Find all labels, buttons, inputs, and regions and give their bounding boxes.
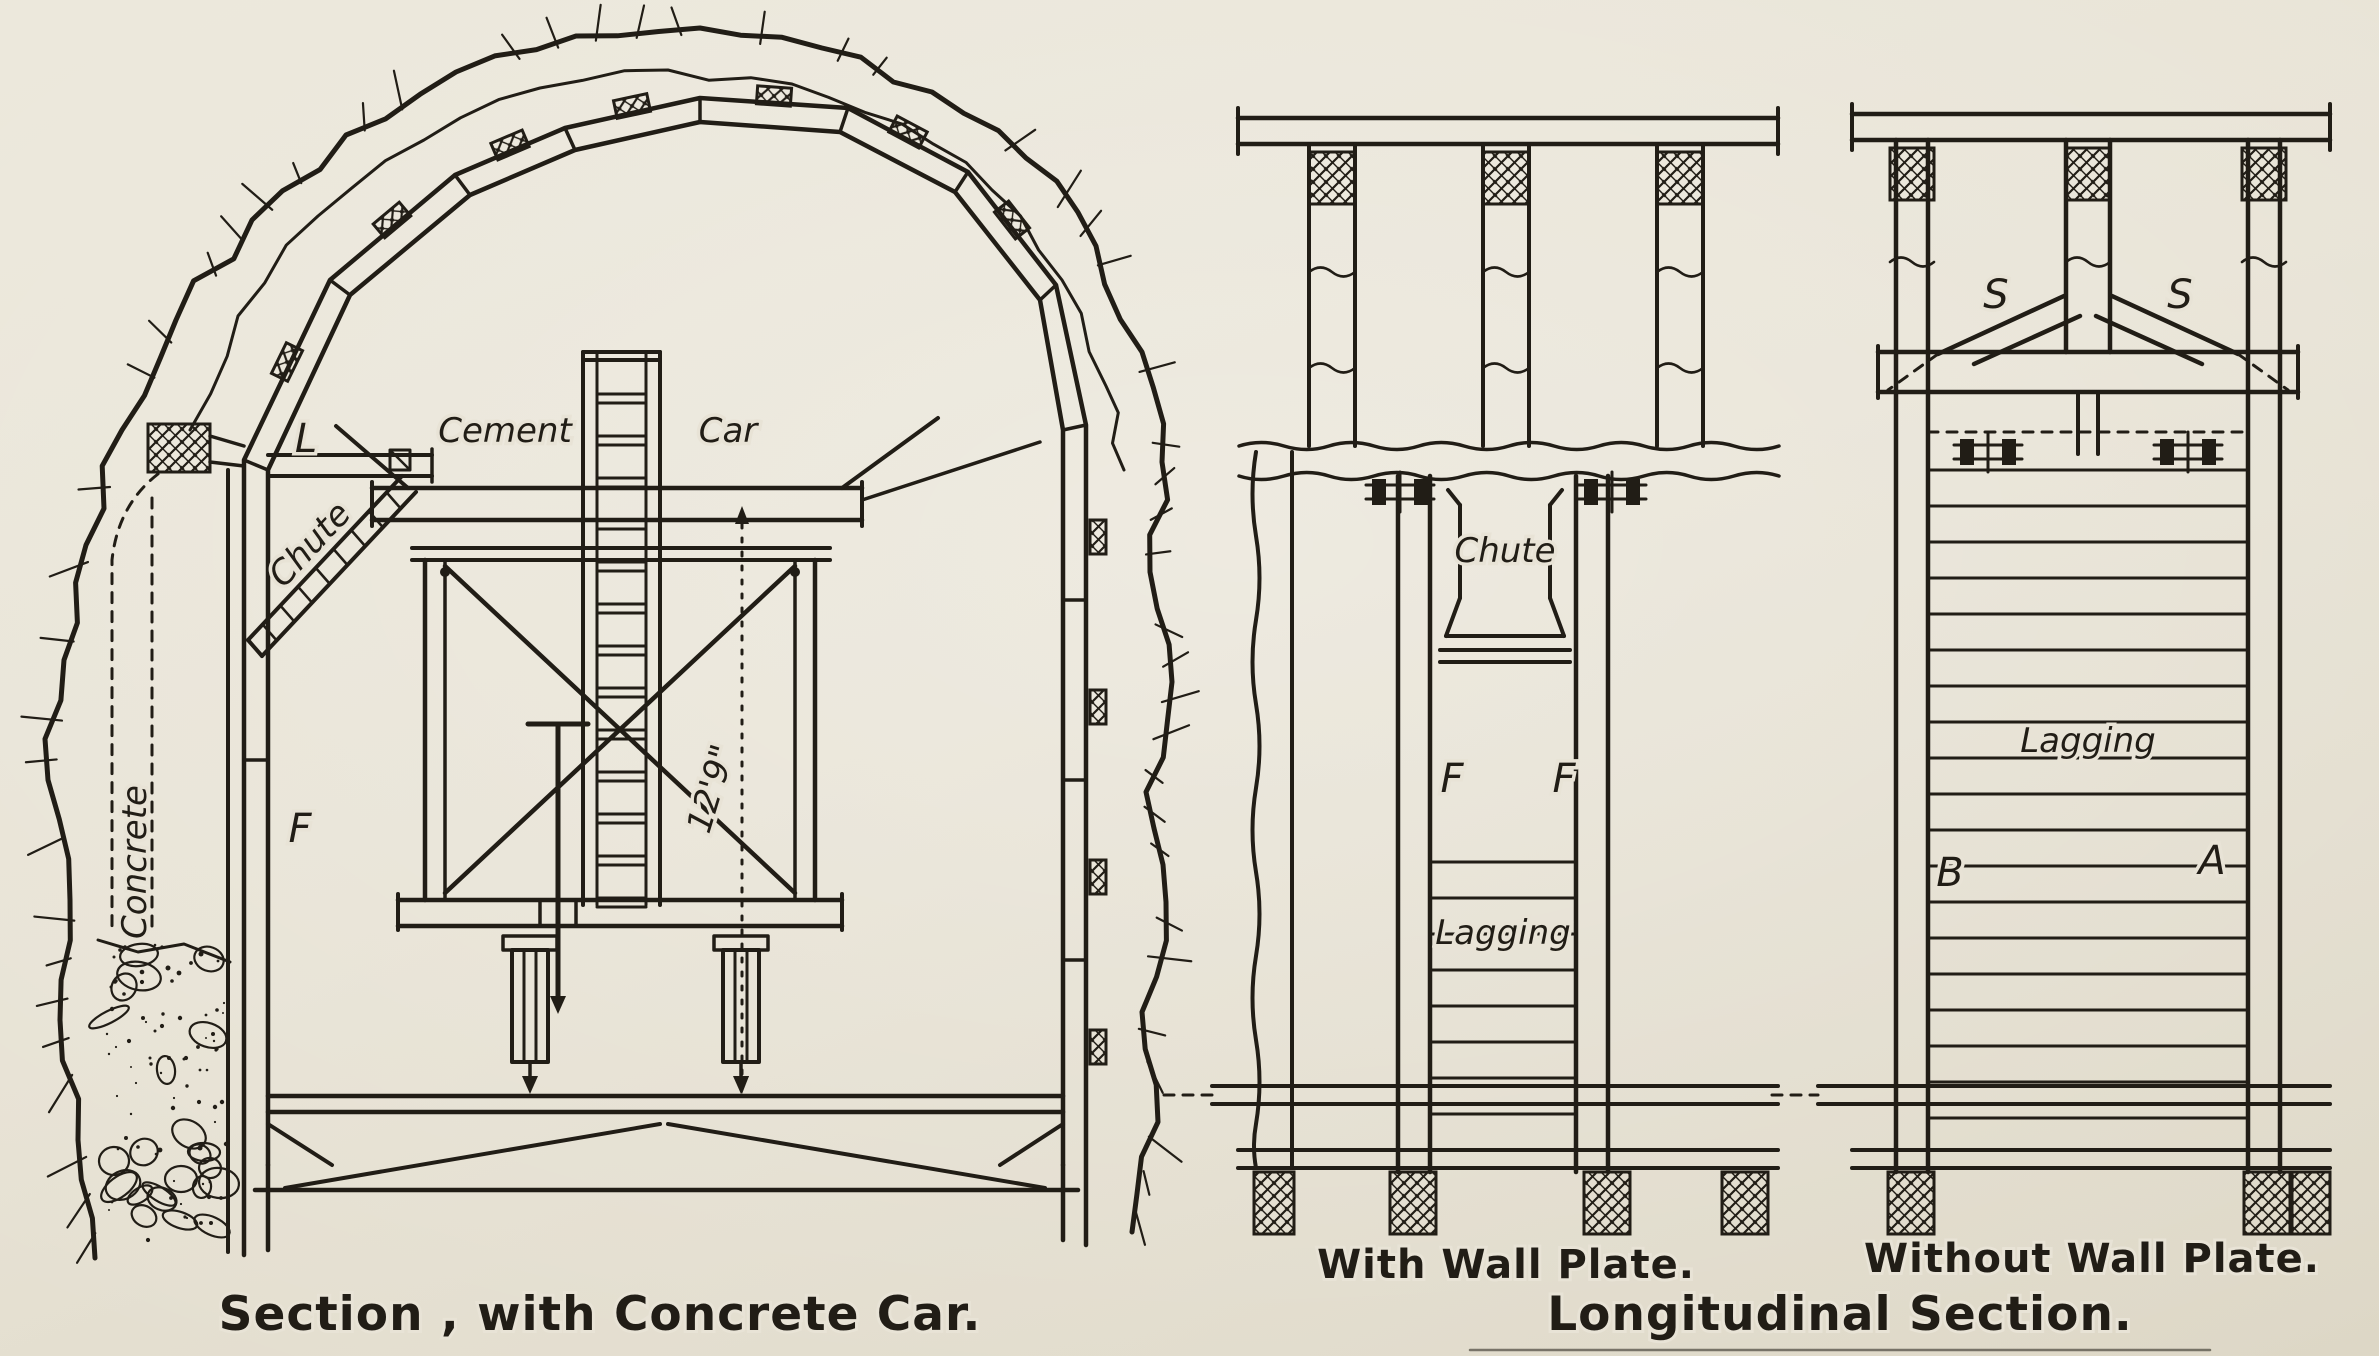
lagging-mid-lines <box>1428 860 1578 1116</box>
masonry <box>88 938 241 1243</box>
rock-hatching <box>20 3 1200 1264</box>
post-break-marks <box>1307 256 2288 374</box>
concrete-car <box>334 350 1042 1094</box>
rock-outline <box>42 25 1175 1261</box>
chute-slats <box>261 491 402 642</box>
height-dimension <box>735 506 749 1094</box>
tunnel-floor <box>252 1093 1081 1193</box>
label-b: B <box>1936 850 1963 896</box>
caption-longitudinal: Longitudinal Section. <box>1547 1287 2133 1342</box>
label-lagging-mid: Lagging <box>1435 913 1571 953</box>
lagging-right-lines <box>1926 468 2250 1120</box>
label-chute-left: Chute <box>261 494 359 595</box>
label-s-right: S <box>2167 272 2192 318</box>
caption-cross-section: Section , with Concrete Car. <box>219 1287 982 1342</box>
caption-with-wall-plate: With Wall Plate. <box>1317 1242 1695 1288</box>
label-height-dim: 12'9" <box>679 740 744 838</box>
label-s-left: S <box>1983 272 2008 318</box>
without-wall-plate-drawing <box>1770 102 2333 1236</box>
concrete-forms <box>110 422 434 1254</box>
label-cement: Cement <box>438 411 573 451</box>
tunnel-lining <box>241 84 1108 1258</box>
caption-without-wall-plate: Without Wall Plate. <box>1864 1236 2320 1282</box>
label-f-mid-left: F <box>1440 756 1464 802</box>
label-l: L <box>295 416 317 462</box>
label-f-mid-right: F <box>1552 756 1576 802</box>
mast-rungs <box>595 392 648 909</box>
label-chute-mid: Chute <box>1454 531 1555 571</box>
label-concrete: Concrete <box>115 785 155 939</box>
label-car: Car <box>699 411 760 451</box>
label-f-left-section: F <box>288 806 312 852</box>
label-a: A <box>2195 838 2225 884</box>
label-lagging-right: Lagging <box>2020 721 2156 761</box>
with-wall-plate-drawing <box>1162 106 1781 1236</box>
bolt-fittings <box>1364 430 2224 514</box>
